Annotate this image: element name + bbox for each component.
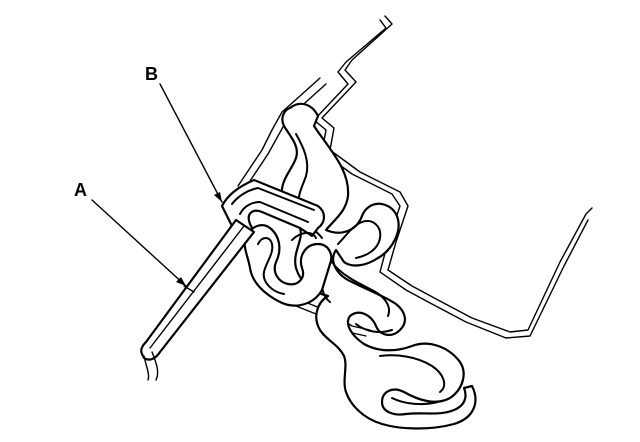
- arrowhead-b-icon: [214, 192, 222, 202]
- leader-line-a: [91, 199, 187, 287]
- retainer-clip: [220, 178, 333, 307]
- leader-line-b: [159, 83, 223, 203]
- callout-label-b: B: [145, 64, 158, 84]
- callout-label-a: A: [74, 180, 87, 200]
- interior-trim-panel: [140, 218, 256, 381]
- callout-leaders: [91, 83, 223, 287]
- arrowhead-a-icon: [176, 277, 186, 286]
